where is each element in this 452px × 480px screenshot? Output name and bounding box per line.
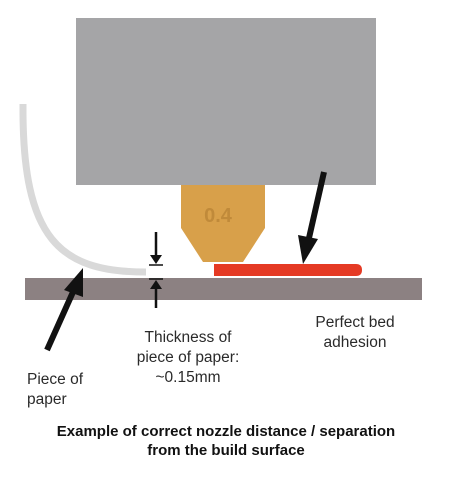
paper-arrow-shaft bbox=[44, 290, 76, 352]
adhesion-label: Perfect bed adhesion bbox=[300, 313, 410, 353]
thickness-label-line-2: piece of paper: bbox=[136, 349, 240, 366]
paper-arrow-head bbox=[64, 268, 83, 297]
caption-line-2: from the build surface bbox=[147, 442, 305, 459]
thickness-label: Thickness of piece of paper: ~0.15mm bbox=[128, 328, 248, 388]
adhesion-label-line-2: adhesion bbox=[323, 334, 387, 351]
diagram-caption: Example of correct nozzle distance / sep… bbox=[0, 422, 452, 460]
build-plate bbox=[25, 278, 422, 300]
piece-of-paper bbox=[19, 103, 147, 276]
filament-bead bbox=[214, 264, 362, 276]
paper-label: Piece of paper bbox=[27, 370, 83, 410]
adhesion-arrow-shaft bbox=[306, 171, 327, 239]
thickness-label-line-1: Thickness of bbox=[144, 329, 232, 346]
adhesion-arrow-head bbox=[298, 235, 318, 264]
caption-line-1: Example of correct nozzle distance / sep… bbox=[56, 423, 396, 440]
thickness-marker bbox=[149, 232, 163, 308]
paper-label-line-1: Piece of bbox=[27, 371, 84, 388]
nozzle bbox=[181, 185, 265, 262]
nozzle-size-label: 0.4 bbox=[204, 205, 233, 227]
paper-label-line-2: paper bbox=[27, 391, 67, 408]
hotend-block bbox=[76, 18, 376, 185]
thickness-label-line-3: ~0.15mm bbox=[155, 369, 221, 386]
adhesion-label-line-1: Perfect bed bbox=[315, 314, 395, 331]
